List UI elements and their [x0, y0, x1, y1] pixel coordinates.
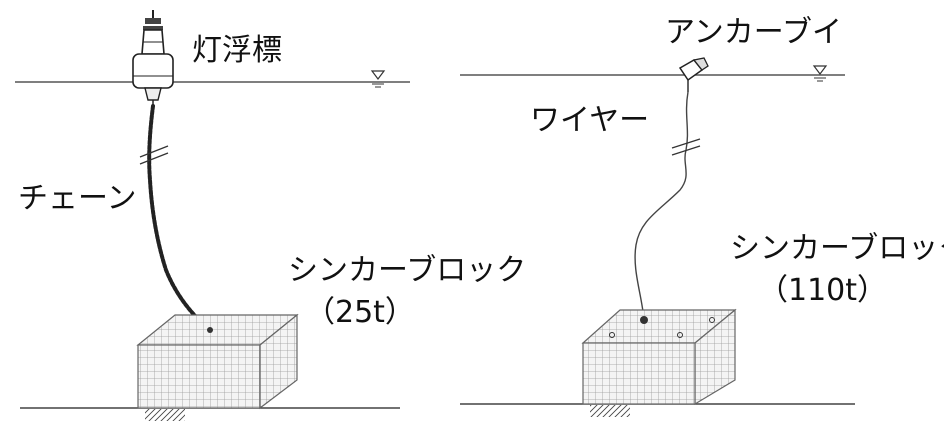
right-block-weight-label: （110t） [758, 273, 887, 308]
right-water-level-icon [812, 65, 828, 82]
right-panel: アンカーブイ ワイヤー シンカーブロック （110t） [460, 15, 944, 417]
chain-label: チェーン [18, 181, 137, 216]
right-break-mark [671, 138, 701, 156]
anchor-buoy-icon [678, 57, 709, 92]
left-water-level-icon [370, 70, 386, 88]
wire-label: ワイヤー [530, 103, 649, 138]
sinker-block-110t [581, 308, 737, 406]
right-seabed-hatch [590, 405, 630, 417]
light-buoy-icon [132, 10, 174, 106]
right-sinker-block-label: シンカーブロック [730, 231, 944, 266]
mooring-chain [147, 104, 212, 332]
left-sinker-block-label: シンカーブロック [288, 253, 526, 288]
sinker-block-25t [136, 313, 299, 410]
light-buoy-label: 灯浮標 [192, 33, 282, 68]
mooring-wire [634, 91, 689, 321]
left-break-mark [139, 145, 169, 165]
left-panel: 灯浮標 チェーン シンカーブロック （25t） [15, 10, 526, 421]
anchor-buoy-label: アンカーブイ [665, 15, 842, 50]
left-seabed-hatch [145, 409, 185, 421]
left-block-weight-label: （25t） [305, 295, 415, 330]
